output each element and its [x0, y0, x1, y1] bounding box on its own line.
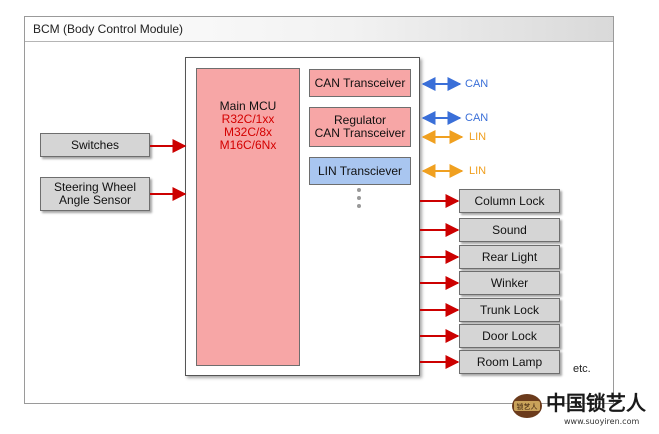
regulator-label: Regulator	[333, 113, 387, 127]
switches-label: Switches	[70, 137, 120, 152]
can-transceiver-block: CAN Transceiver	[309, 69, 411, 97]
can-signal-label: CAN	[465, 112, 489, 124]
mcu-title: Main MCU	[219, 99, 277, 113]
output-label: Trunk Lock	[480, 302, 539, 317]
mcu-variant: M16C/6Nx	[219, 138, 277, 152]
lin-transceiver-block: LIN Transciever	[309, 157, 411, 185]
mcu-variant: M32C/8x	[223, 125, 273, 139]
output-label: Rear Light	[481, 249, 538, 264]
watermark-logo: 锁艺人 中国锁艺人 www.suoyiren.com	[512, 391, 647, 426]
output-label: Sound	[492, 222, 527, 237]
watermark-url: www.suoyiren.com	[564, 417, 639, 426]
output-rear-light: Rear Light	[459, 245, 560, 269]
regulator-can-label: CAN Transceiver	[314, 126, 406, 140]
output-door-lock: Door Lock	[459, 324, 560, 348]
mcu-variant: R32C/1xx	[221, 112, 275, 126]
can-transceiver-label: CAN Transceiver	[314, 75, 406, 90]
steering-sensor-input: Steering Wheel Angle Sensor	[40, 177, 150, 211]
can-signal-label: CAN	[465, 78, 489, 90]
output-label: Room Lamp	[476, 354, 543, 369]
lin-signal-label: LIN	[469, 165, 487, 177]
steering-sensor-label: Steering Wheel Angle Sensor	[53, 180, 137, 207]
output-label: Winker	[490, 275, 529, 290]
main-mcu-block: Main MCU R32C/1xx M32C/8x M16C/6Nx	[196, 68, 300, 366]
frame-title-bar: BCM (Body Control Module)	[25, 17, 613, 42]
lin-transceiver-label: LIN Transciever	[317, 163, 403, 178]
output-sound: Sound	[459, 218, 560, 242]
lin-signal-label: LIN	[469, 131, 487, 143]
etc-label: etc.	[573, 363, 591, 375]
output-room-lamp: Room Lamp	[459, 350, 560, 374]
output-winker: Winker	[459, 271, 560, 295]
watermark-logo-text: 锁艺人	[517, 402, 538, 411]
output-trunk-lock: Trunk Lock	[459, 298, 560, 322]
continuation-dots	[356, 188, 362, 212]
output-label: Door Lock	[482, 328, 537, 343]
diagram-title: BCM (Body Control Module)	[33, 22, 184, 36]
output-label: Column Lock	[474, 193, 545, 208]
regulator-can-transceiver-block: Regulator CAN Transceiver	[309, 107, 411, 147]
switches-input: Switches	[40, 133, 150, 157]
watermark-text: 中国锁艺人	[546, 391, 647, 415]
output-column-lock: Column Lock	[459, 189, 560, 213]
